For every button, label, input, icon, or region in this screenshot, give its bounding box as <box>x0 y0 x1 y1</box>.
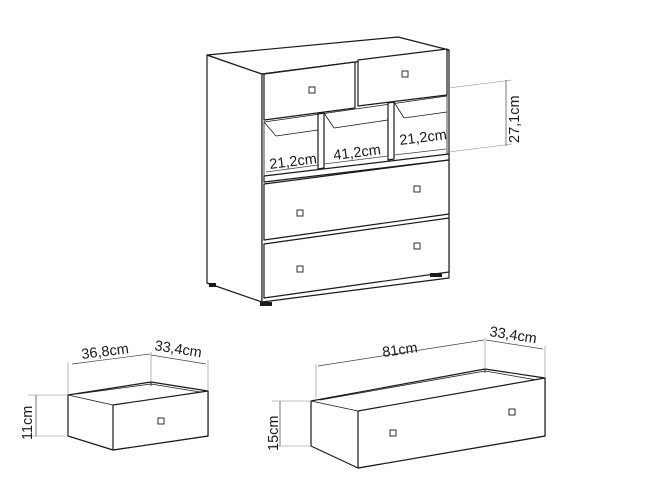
small-drawer-depth-label: 33,4cm <box>153 338 202 361</box>
left-shelf-width-label: 21,2cm <box>269 151 318 173</box>
large-drawer-width-label: 81cm <box>381 340 418 361</box>
cabinet-foot <box>260 302 272 306</box>
middle-drawer-right-knob <box>413 185 421 193</box>
small-drawer-width-label: 36,8cm <box>81 341 130 363</box>
cabinet-foot <box>209 283 216 287</box>
bottom-drawer-left-knob <box>296 265 304 273</box>
shelf-divider-right <box>387 101 395 161</box>
bottom-drawer-right-knob <box>413 242 421 250</box>
shelf-divider-left <box>317 112 325 170</box>
middle-drawer-left-knob <box>296 209 304 217</box>
large-drawer-right-knob <box>508 408 516 416</box>
large-drawer-front <box>357 377 546 469</box>
top-left-drawer-knob <box>308 86 316 94</box>
right-shelf-width-label: 21,2cm <box>399 127 448 149</box>
small-drawer-height-label: 11cm <box>20 406 36 440</box>
large-drawer-height-label: 15cm <box>266 416 282 451</box>
cabinet-foot <box>430 273 442 277</box>
bottom-drawer-front <box>263 217 450 299</box>
top-right-drawer-knob <box>401 70 409 78</box>
cabinet-side-panel <box>206 54 263 303</box>
small-drawer-knob <box>157 417 165 425</box>
cabinet-height-label: 27,1cm <box>507 95 523 143</box>
cabinet: 27,1cm 21,2cm 41,2cm 21,2cm <box>206 36 523 306</box>
middle-drawer-front <box>263 159 450 241</box>
small-drawer: 36,8cm 33,4cm 11cm <box>20 338 209 451</box>
middle-shelf-width-label: 41,2cm <box>333 142 382 164</box>
large-drawer: 81cm 33,4cm 15cm <box>266 324 546 469</box>
large-drawer-depth-label: 33,4cm <box>488 324 537 347</box>
large-drawer-left-knob <box>389 429 397 437</box>
shelf-width-dimensions: 21,2cm 41,2cm 21,2cm <box>265 127 448 173</box>
height-dimension: 27,1cm <box>448 79 523 153</box>
top-right-drawer-front <box>357 48 448 107</box>
